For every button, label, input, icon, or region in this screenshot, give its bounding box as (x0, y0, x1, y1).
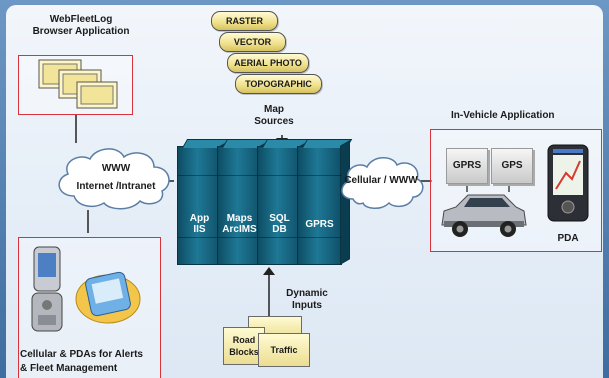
map-sources-label-line1: Map (264, 104, 284, 115)
server-app-iis-line1: App (189, 213, 210, 224)
diagram-panel: WebFleetLog Browser Application RASTER V… (6, 5, 603, 378)
server-app-iis: App IIS (177, 139, 233, 265)
server-maps-arcims-label: Maps ArcIMS (218, 213, 261, 235)
server-sql-db-label: SQL DB (258, 213, 301, 235)
road-blocks-line1: Road (232, 335, 256, 345)
map-source-raster: RASTER (211, 11, 278, 31)
map-sources-label-line2: Sources (254, 116, 294, 127)
server-app-iis-label: App IIS (178, 213, 221, 235)
browser-windows-icon (38, 59, 118, 109)
map-source-vector: VECTOR (219, 32, 286, 52)
pda-label: PDA (557, 233, 579, 244)
map-source-topographic: TOPOGRAPHIC (235, 74, 322, 94)
block-traffic: Traffic (258, 333, 310, 367)
in-vehicle-title: In-Vehicle Application (451, 110, 555, 121)
dynamic-inputs-line1: Dynamic (286, 288, 328, 299)
road-blocks-line2: Blocks (229, 347, 259, 357)
server-sql-db-line1: SQL (269, 213, 290, 224)
mobile-phone-icon (31, 246, 63, 332)
server-sql-db-line2: DB (272, 224, 287, 235)
internet-cloud-line2: Internet /Intranet (76, 181, 156, 192)
browser-app-title-line1: WebFleetLog (49, 14, 113, 25)
server-sql-db: SQL DB (257, 139, 313, 265)
server-app-iis-line2: IIS (193, 224, 206, 235)
pda-device-icon (547, 144, 589, 222)
cellular-cloud-icon (341, 157, 424, 209)
server-gprs-line1: GPRS (305, 219, 334, 230)
server-maps-arcims: Maps ArcIMS (217, 139, 273, 265)
pda-handheld-icon (75, 271, 141, 324)
mobile-alerts-caption: Cellular & PDAs for Alerts & Fleet Manag… (20, 349, 143, 375)
map-source-aerial-photo: AERIAL PHOTO (227, 53, 309, 73)
internet-cloud-label: WWW Internet /Intranet (62, 163, 170, 193)
map-sources-label: Map Sources (249, 104, 299, 128)
gps-module: GPS (491, 148, 533, 184)
gprs-module: GPRS (446, 148, 488, 184)
mobile-alerts-caption-line1: Cellular & PDAs for Alerts (20, 349, 143, 360)
cellular-cloud-label: Cellular / WWW (344, 175, 418, 186)
suv-vehicle-icon (441, 194, 527, 237)
server-gprs: GPRS (297, 139, 353, 265)
browser-app-title: WebFleetLog Browser Application (21, 14, 141, 38)
browser-app-title-line2: Browser Application (32, 26, 130, 37)
internet-cloud-icon (58, 148, 170, 210)
mobile-alerts-caption-line2: & Fleet Management (20, 363, 118, 374)
dynamic-inputs-line2: Inputs (292, 300, 322, 311)
browser-app-box (18, 55, 133, 115)
dynamic-inputs-label: Dynamic Inputs (277, 288, 337, 312)
internet-cloud-line1: WWW (101, 163, 131, 174)
server-gprs-label: GPRS (298, 219, 341, 230)
server-maps-arcims-line2: ArcIMS (222, 224, 257, 235)
server-maps-arcims-line1: Maps (226, 213, 253, 224)
